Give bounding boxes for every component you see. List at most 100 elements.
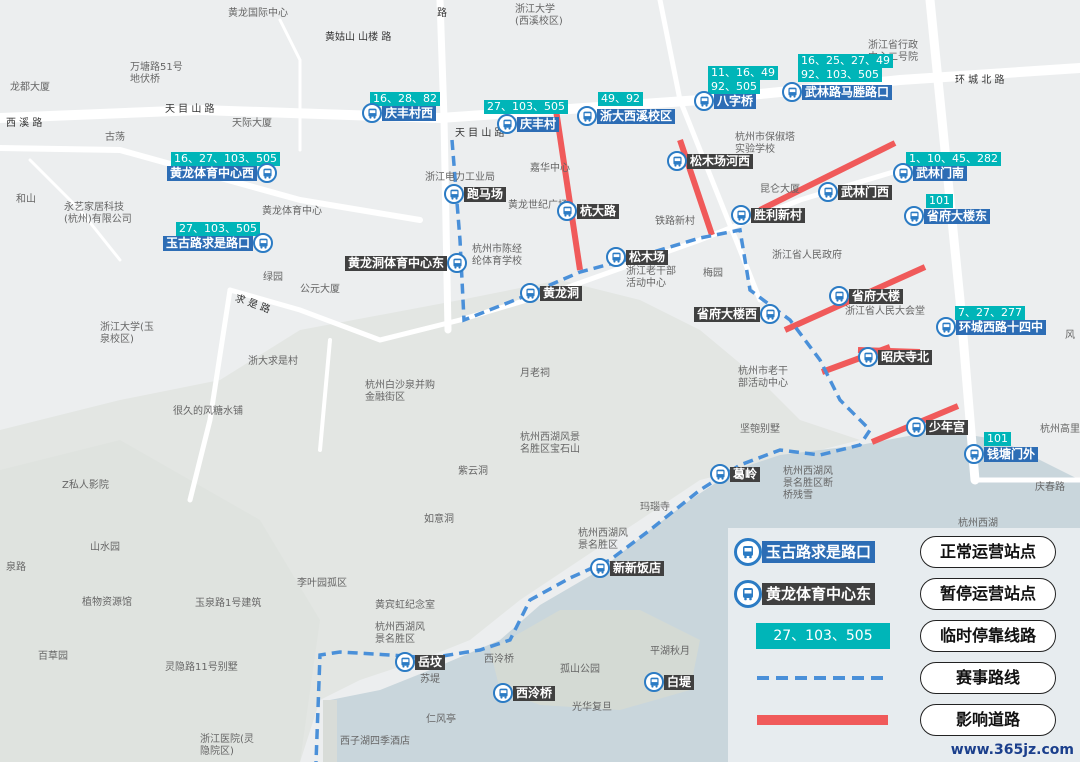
place-label: 杭州西湖风景名胜区 xyxy=(578,528,628,551)
stop-wulinmen-west[interactable]: 武林门西 xyxy=(818,182,893,202)
legend-row-paused: 黄龙体育中心东 暂停运营站点 xyxy=(734,578,1079,614)
stop-yugulu-qiushilu[interactable]: 玉古路求是路口 xyxy=(163,233,274,253)
place-label: 风 xyxy=(1065,330,1075,341)
stop-shengfu-west[interactable]: 省府大楼西 xyxy=(694,304,781,324)
place-label: 孤山公园 xyxy=(560,664,600,675)
place-label: 泉路 xyxy=(6,562,26,573)
stop-hangdalu[interactable]: 杭大路 xyxy=(557,201,620,221)
place-label: Z私人影院 xyxy=(62,480,109,491)
stop-songmuchang-hexi[interactable]: 松木场河西 xyxy=(667,151,754,171)
temp-routes-badge: 16、28、82 xyxy=(370,92,440,106)
place-label: 浙江医院(灵隐院区) xyxy=(200,734,254,757)
stop-paomachang[interactable]: 跑马场 xyxy=(444,184,507,204)
stop-shengfu-east[interactable]: 省府大楼东 xyxy=(904,206,991,226)
bus-icon xyxy=(520,283,540,303)
place-label: 浙江大学(玉泉校区) xyxy=(100,322,154,345)
hill-area-west xyxy=(0,440,320,762)
place-label: 如意洞 xyxy=(424,514,454,525)
temp-routes-badge: 101 xyxy=(926,194,953,208)
place-label: 昆仑大厦 xyxy=(760,184,800,195)
stop-baidi[interactable]: 白堤 xyxy=(644,672,695,692)
stop-xilengqiao[interactable]: 西泠桥 xyxy=(493,683,556,703)
legend-row-affected: 影响道路 xyxy=(734,704,1079,740)
place-label: 杭州西湖 xyxy=(958,518,998,529)
place-label: 平湖秋月 xyxy=(650,646,690,657)
legend-paused-stop: 黄龙体育中心东 xyxy=(734,580,876,608)
place-label: 浙江省行政中心二号院 xyxy=(868,40,918,63)
stop-geling[interactable]: 葛岭 xyxy=(710,464,761,484)
place-label: 铁路新村 xyxy=(655,216,695,227)
bus-icon xyxy=(904,206,924,226)
place-label: 和山 xyxy=(16,194,36,205)
stop-huanglong-sports-west[interactable]: 黄龙体育中心西 xyxy=(167,163,278,183)
stop-bazi-qiao[interactable]: 八字桥 xyxy=(694,91,757,111)
temp-routes-badge: 16、27、103、505 xyxy=(171,152,280,166)
stop-shaoniangong[interactable]: 少年宫 xyxy=(906,417,969,437)
place-label: 杭州市陈经纶体育学校 xyxy=(472,244,522,267)
stop-qiantangmen-wai[interactable]: 钱塘门外 xyxy=(964,444,1039,464)
bus-icon xyxy=(734,538,762,566)
road-label-tianmushan: 天 目 山 路 xyxy=(165,104,215,115)
place-label: 浙江大学(西溪校区) xyxy=(515,4,563,27)
legend-paused-label: 暂停运营站点 xyxy=(920,578,1056,610)
place-label: 梅园 xyxy=(703,268,723,279)
bus-icon xyxy=(906,417,926,437)
place-label: 杭州高里 xyxy=(1040,424,1080,435)
stop-huanglongdong-sports-east[interactable]: 黄龙洞体育中心东 xyxy=(345,253,468,273)
bus-icon xyxy=(731,205,751,225)
legend-temp-routes: 27、103、505 xyxy=(756,623,890,649)
bus-icon xyxy=(606,247,626,267)
place-label: 古荡 xyxy=(105,132,125,143)
watermark: www.365jz.com xyxy=(950,742,1074,758)
stop-huanchengxilu-14zhong[interactable]: 环城西路十四中 xyxy=(936,317,1047,337)
place-label: 月老祠 xyxy=(520,368,550,379)
bus-icon xyxy=(782,82,802,102)
stop-zhaoqingsi-north[interactable]: 昭庆寺北 xyxy=(858,347,933,367)
bus-icon xyxy=(253,233,274,253)
stop-huanglongdong[interactable]: 黄龙洞 xyxy=(520,283,583,303)
stop-xinxin-hotel[interactable]: 新新饭店 xyxy=(590,558,665,578)
stop-yuefen[interactable]: 岳坟 xyxy=(395,652,446,672)
place-label: 杭州白沙泉并购金融街区 xyxy=(365,380,435,403)
temp-routes-badge: 101 xyxy=(984,432,1011,446)
place-label: 西子湖四季酒店 xyxy=(340,736,410,747)
bus-icon xyxy=(590,558,610,578)
place-label: 苏堤 xyxy=(420,674,440,685)
legend-normal-stop: 玉古路求是路口 xyxy=(734,538,876,566)
stop-songmuchang[interactable]: 松木场 xyxy=(606,247,669,267)
place-label: 百草园 xyxy=(38,651,68,662)
place-label: 龙都大厦 xyxy=(10,82,50,93)
place-label: 玉泉路1号建筑 xyxy=(195,598,262,609)
place-label: 光华复旦 xyxy=(572,702,612,713)
stop-qingfengcun[interactable]: 庆丰村 xyxy=(497,114,560,134)
road-label-huangshan: 黄姑山 山楼 路 xyxy=(325,32,392,43)
stop-qingfengcunxi[interactable]: 庆丰村西 xyxy=(362,103,437,123)
bus-icon xyxy=(257,163,278,183)
stop-shengli-xincun[interactable]: 胜利新村 xyxy=(731,205,806,225)
temp-routes-badge: 27、103、505 xyxy=(484,100,568,114)
bus-icon xyxy=(447,253,468,273)
bus-icon xyxy=(444,184,464,204)
temp-routes-badge: 49、92 xyxy=(598,92,643,106)
bus-icon xyxy=(964,444,984,464)
stop-shengfu-dalou[interactable]: 省府大楼 xyxy=(829,286,904,306)
place-label: 杭州西湖风景名胜区断桥残雪 xyxy=(783,466,833,501)
road-label-huancheng: 环 城 北 路 xyxy=(955,75,1005,86)
place-label: 庆春路 xyxy=(1035,482,1065,493)
stop-wulinmen-south[interactable]: 武林门南 xyxy=(893,163,968,183)
place-label: 山水园 xyxy=(90,542,120,553)
place-label: 坚匏别墅 xyxy=(740,424,780,435)
place-label: 紫云洞 xyxy=(458,466,488,477)
bus-icon xyxy=(893,163,913,183)
stop-zheda-xixi[interactable]: 浙大西溪校区 xyxy=(577,106,676,126)
temp-routes-badge: 11、16、49 xyxy=(708,66,778,80)
place-label: 浙江省人民政府 xyxy=(772,250,842,261)
bus-icon xyxy=(667,151,687,171)
place-label: 万塘路51号地伏桥 xyxy=(130,62,183,85)
stop-wulinlu-macheng[interactable]: 武林路马塍路口 xyxy=(782,82,893,102)
place-label: 黄龙国际中心 xyxy=(228,8,288,19)
road-label-tianmushan-2: 天 目 山 路 xyxy=(455,128,505,139)
temp-routes-badge: 92、505 xyxy=(708,80,760,94)
bus-icon xyxy=(497,114,517,134)
place-label: 公元大厦 xyxy=(300,284,340,295)
